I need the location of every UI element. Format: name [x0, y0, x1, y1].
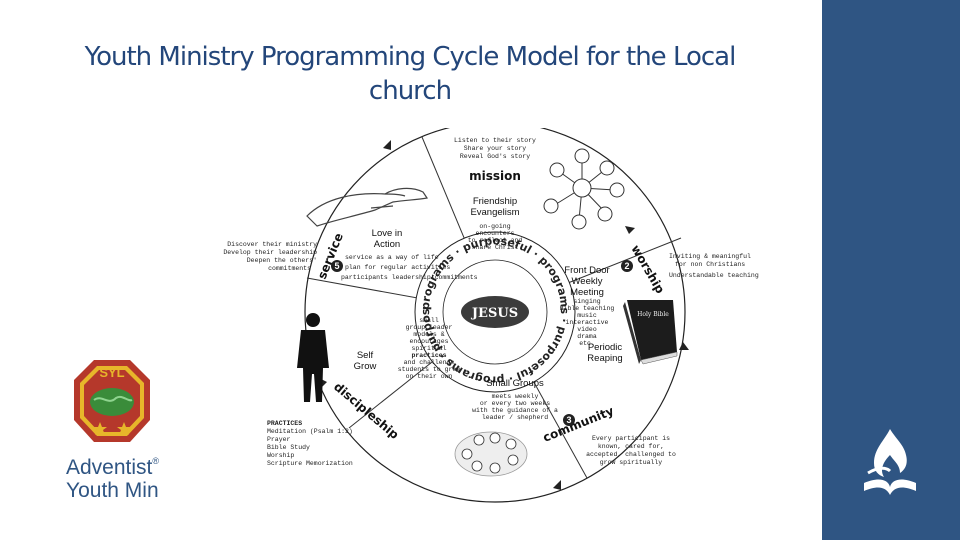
service-inner-1: service as a way of life [345, 254, 439, 261]
note-left-4: commitments [268, 265, 311, 272]
note-top-2: Share your story [464, 145, 527, 152]
service-title-1: Love in [372, 228, 403, 239]
discipleship-inner-6: practices [411, 352, 446, 359]
worship-inner-4: interactive [566, 319, 609, 326]
outer-cycle-circle [304, 128, 686, 503]
center-label: JESUS [471, 306, 518, 321]
right-sidebar [822, 0, 960, 540]
discipleship-inner-8: students to grow [398, 366, 461, 373]
bottom-right-4: grow spiritually [600, 459, 663, 466]
small-group-faces-icon [454, 431, 528, 477]
note-left-1: Discover their ministry [227, 241, 317, 248]
discipleship-inner-5: spiritual [411, 345, 446, 352]
person-silhouette-icon [297, 313, 329, 402]
bottom-right-3: accepted, challenged to [586, 451, 676, 458]
community-inner-3: with the guidance of a [472, 407, 558, 414]
practice-4: Worship [267, 452, 294, 459]
note-right-1: Inviting & meaningful [669, 253, 751, 260]
mission-inner-4: share Christ [472, 244, 519, 251]
bottom-right-2: known, cared for, [598, 443, 664, 450]
adventist-youth-logo: SYL Adventist® Youth Min [62, 358, 182, 508]
logo-line-2: Youth Min [66, 479, 159, 502]
community-inner-1: meets weekly [492, 393, 539, 400]
syl-shield-logo-icon [74, 360, 150, 442]
title-line-1: Youth Ministry Programming Cycle Model f… [84, 42, 737, 72]
worship-inner-3: music [577, 312, 597, 319]
worship-inner-5: video [577, 326, 597, 333]
practice-2: Prayer [267, 436, 291, 443]
discipleship-title-2: Grow [354, 361, 377, 372]
bible-icon: Holy Bible [623, 300, 678, 365]
title-line-2: church [368, 76, 452, 106]
note-right-3: Understandable teaching [669, 272, 759, 279]
worship-inner-2: Bible teaching [560, 305, 615, 312]
discipleship-inner-3: models & [413, 331, 444, 338]
service-inner-2: plan for regular activities [345, 264, 450, 271]
step-number-5: 5 [334, 261, 339, 271]
practice-5: Scripture Memorization [267, 460, 353, 467]
worship-title-2: Weekly [572, 276, 603, 287]
discipleship-inner-1: small [419, 317, 439, 324]
note-right-2: for non Christians [675, 261, 745, 268]
label-mission: mission [469, 169, 521, 183]
bottom-right-1: Every participant is [592, 435, 670, 442]
community-title: Small Groups [486, 378, 544, 389]
syl-badge-text: SYL [99, 365, 125, 380]
step-number-3: 3 [566, 415, 571, 425]
community-inner-2: or every two weeks [480, 400, 550, 407]
note-left-3: Deepen the others' [247, 257, 317, 264]
step-number-2: 2 [624, 261, 629, 271]
slide-title: Youth Ministry Programming Cycle Model f… [40, 40, 780, 108]
mission-title-2: Evangelism [470, 207, 519, 218]
discipleship-title-1: Self [357, 350, 374, 361]
note-top-3: Reveal God's story [460, 153, 530, 160]
discipleship-inner-9: on their own [406, 373, 453, 380]
adventist-flame-logo-icon [864, 429, 916, 495]
discipleship-inner-4: encourages [409, 338, 448, 345]
worship-inner-6: drama [577, 333, 597, 340]
open-hand-icon [306, 187, 428, 227]
programming-cycle-diagram: programs · purposeful · programs · purpo… [195, 128, 759, 503]
service-title-2: Action [374, 239, 400, 250]
discipleship-inner-7: and challenge [404, 359, 455, 366]
mission-inner-3: to reflect and [468, 237, 523, 244]
worship-title-3: Meeting [570, 287, 604, 298]
worship-title-1: Front Door [564, 265, 609, 276]
label-worship: worship [628, 243, 667, 297]
bible-label: Holy Bible [637, 311, 669, 318]
reaping-title-1: Periodic [588, 342, 623, 353]
note-left-2: Develop their leadership [223, 249, 317, 256]
mission-inner-2: encounters [475, 230, 514, 237]
service-inner-3: participants leadership commitments [341, 274, 478, 281]
center-badge [461, 296, 529, 328]
community-inner-4: leader / shepherd [482, 414, 548, 421]
practice-3: Bible Study [267, 444, 310, 451]
discipleship-inner-2: group leader [406, 324, 453, 331]
practices-heading: PRACTICES [267, 420, 302, 427]
reaping-title-2: Reaping [587, 353, 622, 364]
note-top-1: Listen to their story [454, 137, 536, 144]
worship-inner-7: etc. [579, 340, 595, 347]
mission-title-1: Friendship [473, 196, 517, 207]
mission-inner-1: on-going [479, 223, 510, 230]
worship-inner-1: singing [573, 298, 600, 305]
people-network-icon [543, 148, 625, 230]
practice-1: Meditation (Psalm 1:2) [267, 428, 353, 435]
logo-line-1: Adventist® [66, 456, 160, 479]
